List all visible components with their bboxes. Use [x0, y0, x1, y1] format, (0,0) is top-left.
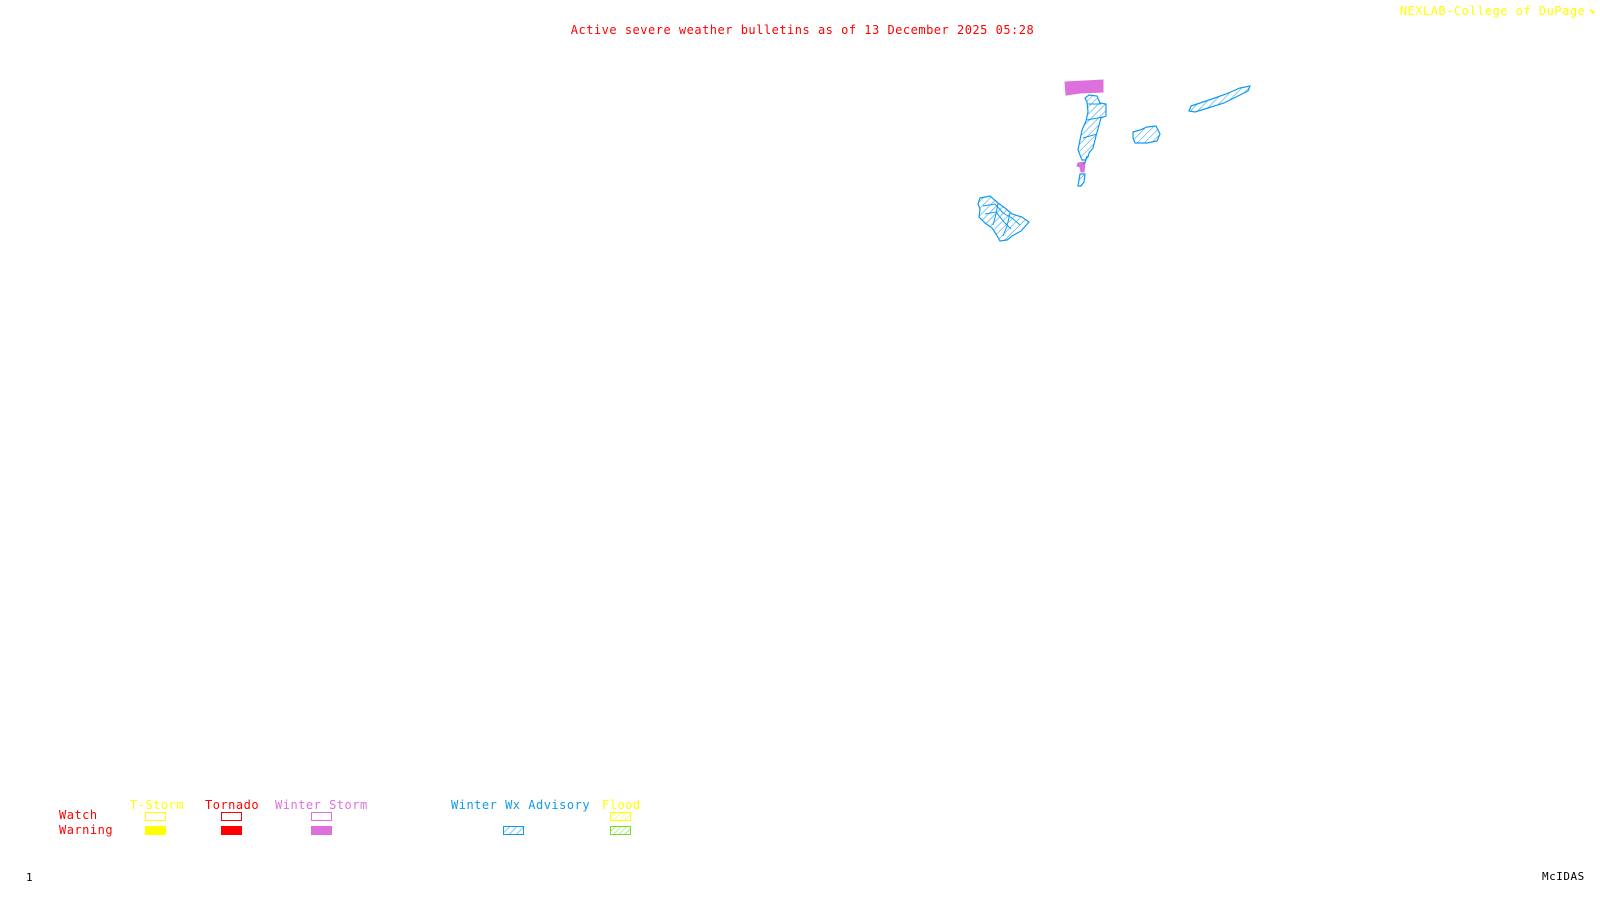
winter-advisory-polygon[interactable]: [1132, 125, 1161, 144]
frame-number: 1: [26, 871, 34, 884]
winter-advisory-swatch: [503, 826, 524, 835]
winter-advisory-polygon[interactable]: [1082, 155, 1088, 165]
credit-text: NEXLAB-College of DuPage⬊: [1400, 5, 1596, 17]
software-label: McIDAS: [1542, 870, 1585, 883]
tstorm-warning-swatch: [145, 826, 166, 835]
tornado-warning-swatch: [221, 826, 242, 835]
legend-header-flood: Flood: [602, 798, 641, 812]
winter-storm-warning-polygon[interactable]: [1064, 79, 1104, 96]
legend-header-winter-storm: Winter Storm: [275, 798, 368, 812]
flood-watch-swatch: [610, 812, 631, 821]
winter-advisory-polygon[interactable]: [1077, 94, 1107, 161]
bulletin-title: Active severe weather bulletins as of 13…: [570, 23, 1035, 37]
legend-header-winter-advisory: Winter Wx Advisory: [451, 798, 591, 812]
legend-header-tstorm: T-Storm: [130, 798, 185, 812]
credit-label: NEXLAB-College of DuPage: [1399, 4, 1586, 18]
winter-storm-warning-swatch: [311, 826, 332, 835]
tornado-watch-swatch: [221, 812, 242, 821]
winter-advisory-polygon[interactable]: [1188, 85, 1251, 113]
winter-storm-watch-swatch: [311, 812, 332, 821]
winter-advisory-polygon[interactable]: [1077, 173, 1086, 187]
resize-corner-icon: ⬊: [1588, 4, 1596, 18]
tstorm-watch-swatch: [145, 812, 166, 821]
legend-row-watch: Watch: [59, 808, 98, 822]
legend-row-warning: Warning: [59, 823, 114, 837]
legend-header-tornado: Tornado: [205, 798, 260, 812]
winter-advisory-polygon[interactable]: [977, 195, 1030, 242]
flood-warning-swatch: [610, 826, 631, 835]
